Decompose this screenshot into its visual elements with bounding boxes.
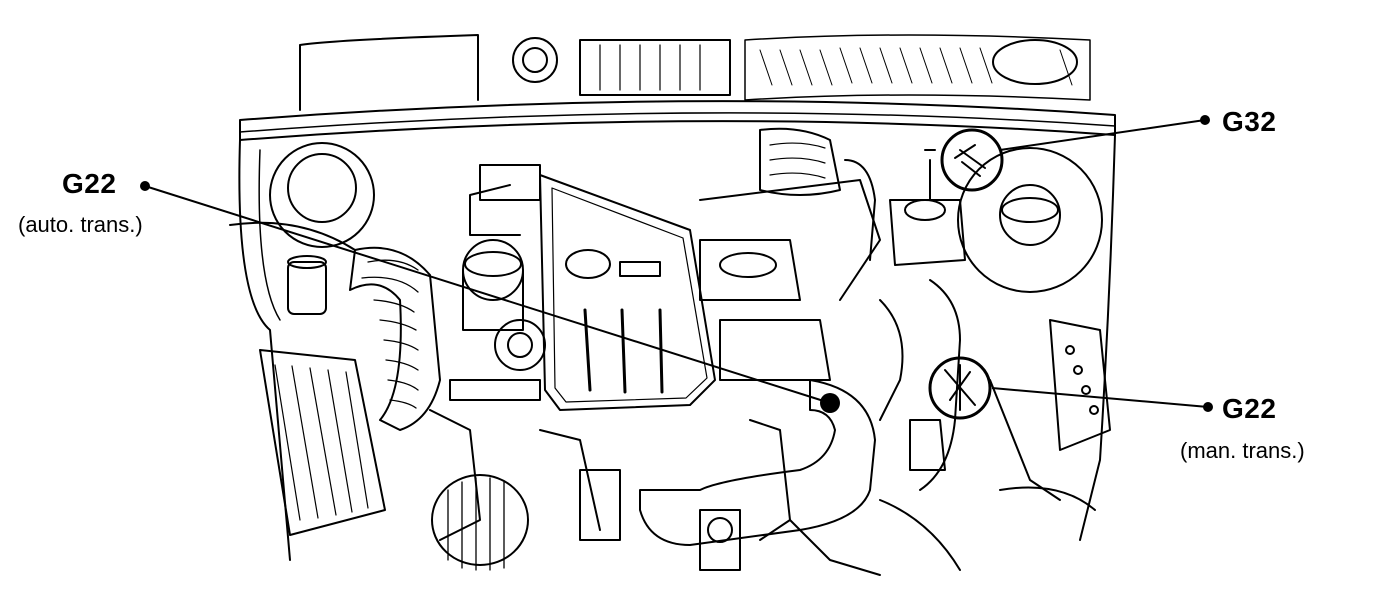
callout-g22-auto: G22 bbox=[62, 170, 116, 198]
callout-g32-code: G32 bbox=[1222, 106, 1277, 137]
leader-line-g22-auto bbox=[144, 185, 831, 404]
engine-cover bbox=[539, 174, 716, 411]
air-filter-box bbox=[259, 349, 386, 536]
sensor-g22-manual-marker bbox=[928, 356, 992, 420]
wiper-housing bbox=[579, 39, 731, 96]
sensor-g32-marker bbox=[940, 128, 1004, 192]
left-strut-tower bbox=[269, 142, 375, 248]
leader-line-g32 bbox=[999, 119, 1206, 151]
leader-lines bbox=[140, 115, 1213, 412]
oil-filler-cap bbox=[462, 239, 524, 301]
cowl-panel bbox=[239, 100, 1116, 141]
windshield-outline bbox=[299, 34, 479, 111]
leader-line-g22-manual bbox=[991, 387, 1209, 408]
washer-reservoir bbox=[287, 261, 327, 315]
callout-g22-manual-code: G22 bbox=[1222, 393, 1277, 424]
callout-g22-manual-note: (man. trans.) bbox=[1180, 438, 1305, 463]
intake-hose bbox=[349, 246, 441, 431]
callout-g22-auto-note: (auto. trans.) bbox=[18, 212, 143, 237]
alternator bbox=[431, 474, 529, 566]
coolant-hose bbox=[639, 379, 876, 546]
callout-g22-auto-code: G22 bbox=[62, 168, 117, 199]
brake-booster bbox=[957, 147, 1103, 293]
